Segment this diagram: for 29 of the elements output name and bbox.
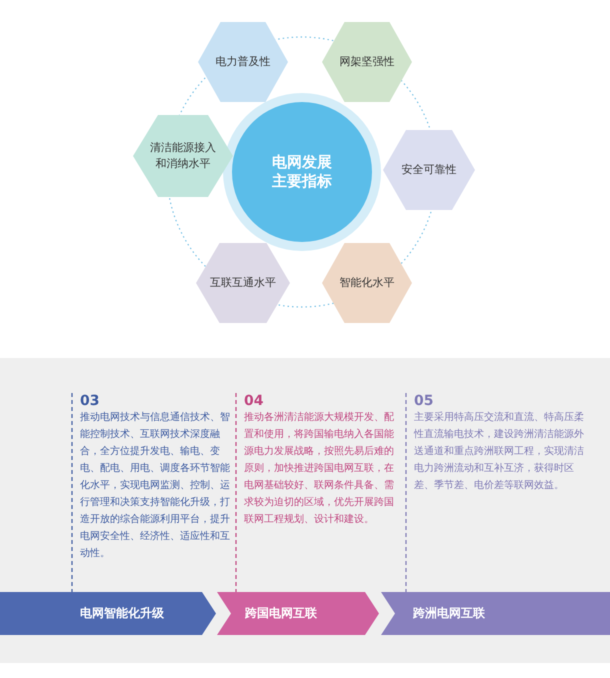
band-label: 电网智能化升级 (80, 605, 164, 622)
step-number: 04 (244, 393, 264, 409)
hexagon-label: 安全可靠性 (400, 162, 458, 178)
circle-title: 电网发展主要指标 (271, 153, 333, 191)
band-label: 跨国电网互联 (245, 605, 317, 622)
hexagon (133, 115, 233, 197)
hexagon-label: 清洁能源接入和消纳水平 (149, 140, 217, 172)
hexagon (322, 243, 412, 323)
hexagon (196, 243, 290, 323)
hexagon (198, 22, 288, 102)
hexagon (322, 22, 412, 102)
chevron-band (217, 592, 379, 635)
hexagon-label: 互联互通水平 (209, 275, 277, 291)
dashed-connector (235, 393, 237, 592)
hexagon (383, 130, 475, 210)
center-circle (232, 102, 372, 242)
dashed-connector (405, 393, 407, 592)
hexagon-label: 电力普及性 (214, 54, 272, 70)
hexagon-label: 智能化水平 (338, 275, 396, 291)
description-text: 推动电网技术与信息通信技术、智能控制技术、互联网技术深度融合，全方位提升发电、输电、变电、配电、用电、调度各环节智能化水平，实现电网监测、控制、运行管理和决策支持智能化升级，打造开放的综合能源利用平台，提升电网安全性、经济性、适应性和互动性。 (80, 410, 231, 561)
step-number: 03 (80, 393, 100, 409)
band-label: 跨洲电网互联 (413, 605, 485, 622)
hexagon-label: 网架坚强性 (338, 54, 396, 70)
chevron-band (0, 592, 216, 635)
chevron-band (381, 592, 610, 635)
description-text: 主要采用特高压交流和直流、特高压柔性直流输电技术，建设跨洲清洁能源外送通道和重点跨洲联网工程，实现清洁电力跨洲流动和互补互济，获得时区差、季节差、电价差等联网效益。 (414, 410, 584, 493)
dashed-connector (71, 393, 73, 592)
step-number: 05 (414, 393, 434, 409)
description-text: 推动各洲清洁能源大规模开发、配置和使用，将跨国输电纳入各国能源电力发展战略，按照先易后难的原则，加快推进跨国电网互联，在电网基础较好、联网条件具备、需求较为迫切的区域，优先开展跨国联网工程规划、设计和建设。 (244, 410, 395, 527)
